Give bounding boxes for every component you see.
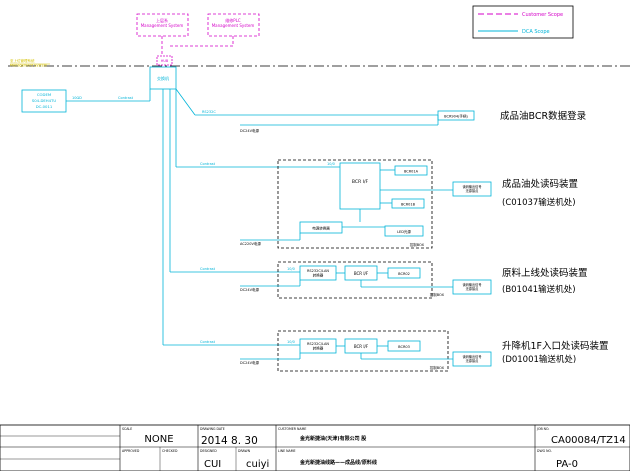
row3-subtitle: (B01041输送机处) <box>502 284 576 295</box>
row2-converter: 电源转换器 <box>312 226 330 231</box>
row2-title: 成品油处读码装置 <box>502 178 578 190</box>
tb-dwg-label: DWG NO. <box>537 449 552 453</box>
tb-drawn-label: DRAWN <box>238 449 251 453</box>
row2-port: 10/0 <box>327 162 335 166</box>
row2-box-label: 控制BOX <box>410 242 425 247</box>
row3-reader: BCR02 <box>398 272 410 276</box>
tb-customer-label: CUSTOMER NAME <box>278 427 306 431</box>
row1-title: 成品油BCR数据登录 <box>500 110 587 122</box>
row3-port: 10/0 <box>287 267 295 271</box>
row4-controller: BCR I/F <box>354 344 369 349</box>
row2-controller: BCR I/F <box>352 179 369 185</box>
tb-dwg: PA-0 <box>556 459 578 470</box>
row4-bus-label: Contrast <box>200 340 216 344</box>
switch-label: 交换机 <box>157 75 169 81</box>
row3-bus-label: Contrast <box>200 267 216 271</box>
tb-customer: 金光新捷油(天津)有限公司 股 <box>299 435 367 442</box>
row2-subtitle: (C01037输送机处) <box>502 197 576 208</box>
hub-label: HUB <box>161 59 169 63</box>
row2-output: 读码输出信号无源接点 <box>462 184 481 193</box>
left-device-line2: S04-DEH4TU <box>32 98 57 103</box>
row3-output: 读码输出信号无源接点 <box>462 282 481 291</box>
row2-reader2: BCR01B <box>401 203 416 207</box>
row4-reader: BCR03 <box>398 345 410 349</box>
row2-power: AC220V电源 <box>240 241 261 246</box>
tb-checked-label: CHECKED <box>162 449 178 453</box>
row1-power: DC24V电源 <box>240 128 259 133</box>
row2-bus-label: Contrast <box>200 162 216 166</box>
tb-line: 金光新捷油线路——成品线/原料线 <box>299 459 377 466</box>
row1-bus-label: RS232C <box>202 110 216 114</box>
tb-approved-label: APPROVED <box>122 449 140 453</box>
row3-box-label: 控制BOX <box>430 292 445 297</box>
tb-line-label: LINE NAME <box>278 449 295 453</box>
row4-output: 读码输出信号无源接点 <box>462 354 481 363</box>
row-1: RS232C DC24V电源 BCR904(手柄) 成品油BCR数据登录 <box>195 110 587 133</box>
title-block: SCALE NONE DRAWING DATE 2014 8. 30 CUSTO… <box>0 424 630 471</box>
tb-designed: CUI <box>204 459 221 470</box>
left-link-label: Contrast <box>118 96 134 100</box>
row3-title: 原料上线处读码装置 <box>502 267 588 279</box>
row3-controller: BCR I/F <box>354 271 369 276</box>
tb-job-label: JOB NO. <box>536 427 549 431</box>
tb-designed-label: DESIGNED <box>200 449 217 453</box>
tb-job: CA00084/TZ14 <box>551 435 626 446</box>
hub-box: HUB <box>156 55 173 66</box>
tb-drawn: cuiyi <box>246 459 269 470</box>
row1-device: BCR904(手柄) <box>444 114 468 119</box>
legend-customer-scope: Customer Scope <box>522 12 563 18</box>
row4-title: 升降机1F入口处读码装置 <box>502 340 609 352</box>
row4-subtitle: (D01001输送机处) <box>502 354 576 365</box>
tb-scale-label: SCALE <box>122 427 132 431</box>
row2-reader1: BCR01A <box>404 170 419 174</box>
row3-power: DC24V电源 <box>240 287 259 292</box>
row4-box-label: 控制BOX <box>430 365 445 370</box>
row4-port: 10/0 <box>287 340 295 344</box>
row-2: Contrast 10/0 BCR I/F BCR01A BCR01B 读码输出… <box>176 159 578 249</box>
tb-scale: NONE <box>144 434 173 445</box>
legend-dca-scope: DCA Scope <box>522 29 550 35</box>
row4-power: DC24V电源 <box>240 360 259 365</box>
legend: Customer Scope DCA Scope <box>472 5 574 39</box>
tb-date: 2014 8. 30 <box>201 435 258 447</box>
left-device-line3: DC-0011 <box>36 104 53 109</box>
switch-box: 交换机 <box>149 66 177 90</box>
left-device-line1: CODEM <box>37 92 51 97</box>
left-link: 10ΩD <box>72 96 82 100</box>
tb-date-label: DRAWING DATE <box>200 427 225 431</box>
left-device: CODEM S04-DEH4TU DC-0011 <box>21 89 67 113</box>
row2-lights: LED光源 <box>397 229 411 234</box>
